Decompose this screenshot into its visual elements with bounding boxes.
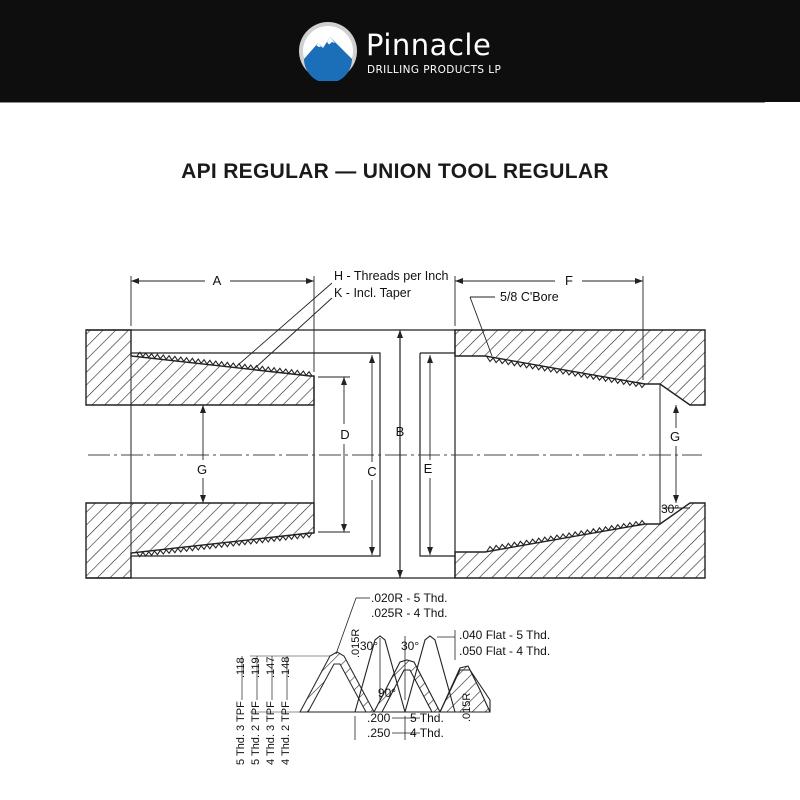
dim-label-c: C xyxy=(367,464,376,479)
label-angle-30: 30° xyxy=(661,502,679,516)
profile-radius-5: .020R - 5 Thd. xyxy=(371,591,448,605)
profile-flat-5: .040 Flat - 5 Thd. xyxy=(459,628,550,642)
label-threads-per-inch: H - Threads per Inch xyxy=(334,269,448,283)
dim-label-a: A xyxy=(213,273,222,288)
profile-root-radius-left: .015R xyxy=(350,629,362,658)
brand-name: Pinnacle xyxy=(366,28,492,62)
profile-pitch-5-label: 5 Thd. xyxy=(410,711,444,725)
profile-height-value: .147 xyxy=(265,657,277,678)
mountain-logo-icon xyxy=(299,22,357,81)
dim-label-e: E xyxy=(424,461,433,476)
profile-height-value: .118 xyxy=(235,657,247,678)
profile-pitch-4: .250 xyxy=(367,726,391,740)
profile-height-name: 5 Thd. 3 TPF xyxy=(235,701,247,765)
dim-label-d: D xyxy=(340,427,349,442)
box-section xyxy=(419,329,706,579)
profile-height-name: 4 Thd. 3 TPF xyxy=(265,701,277,765)
profile-pitch-5: .200 xyxy=(367,711,391,725)
profile-height-value: .119 xyxy=(250,657,262,678)
dim-label-g-left: G xyxy=(197,462,207,477)
profile-height-value: .148 xyxy=(280,657,292,678)
dim-label-f: F xyxy=(565,273,573,288)
profile-height-name: 5 Thd. 2 TPF xyxy=(250,701,262,765)
dimension-lines xyxy=(130,276,690,578)
dimension-arrows xyxy=(131,278,679,578)
dim-label-b: B xyxy=(396,424,405,439)
label-incl-taper: K - Incl. Taper xyxy=(334,286,411,300)
thread-profile xyxy=(241,597,491,740)
profile-pitch-4-label: 4 Thd. xyxy=(410,726,444,740)
profile-height-name: 4 Thd. 2 TPF xyxy=(280,701,292,765)
page-title: API REGULAR — UNION TOOL REGULAR xyxy=(181,160,609,183)
profile-flank-left: 30° xyxy=(360,639,378,653)
brand-header xyxy=(0,0,800,102)
profile-root-radius-right: .015R xyxy=(461,693,473,722)
profile-angle-90: 90° xyxy=(378,686,396,700)
profile-flank-right: 30° xyxy=(401,639,419,653)
profile-flat-4: .050 Flat - 4 Thd. xyxy=(459,644,550,658)
dim-label-g-right: G xyxy=(670,429,680,444)
label-cbore: 5/8 C'Bore xyxy=(500,290,559,304)
profile-radius-4: .025R - 4 Thd. xyxy=(371,606,448,620)
brand-subtitle: DRILLING PRODUCTS LP xyxy=(367,64,502,76)
profile-heights: 5 Thd. 3 TPF .118 5 Thd. 2 TPF .119 4 Thd. 3… xyxy=(235,657,292,765)
header-divider xyxy=(0,102,765,103)
